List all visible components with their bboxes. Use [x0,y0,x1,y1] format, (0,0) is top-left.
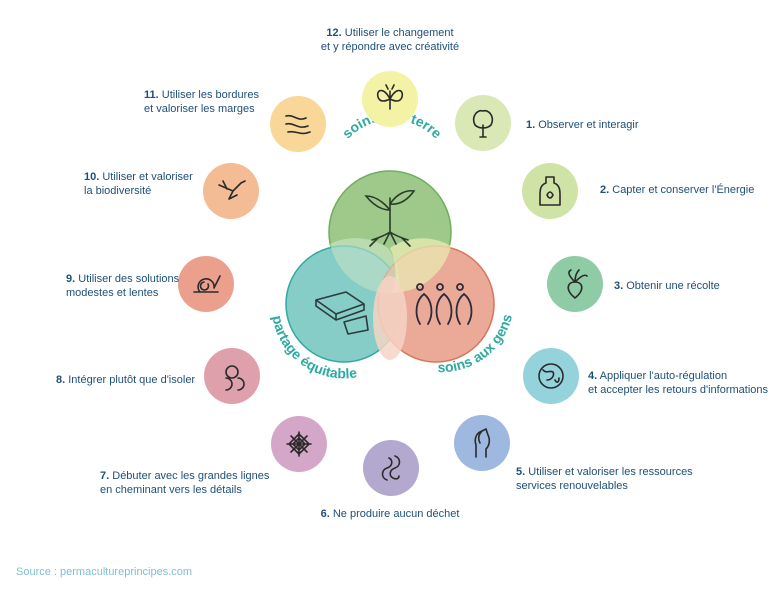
tree-icon [472,109,494,138]
overlap-fair-people [373,276,407,360]
river-icon [285,114,311,135]
spiderweb-icon [286,431,312,457]
overlap-earth-people [390,238,451,293]
principle-5-circle [454,415,510,471]
snail-icon [193,275,221,293]
knot-icon [225,365,245,391]
pie-slices-icon [315,291,369,335]
principle-6-circle [363,440,419,496]
principle-8-label: 8. Intégrer plutôt que d'isoler [56,374,196,386]
globe-icon [538,363,564,389]
principle-3-label: 3. Obtenir une récolte [614,280,720,292]
butterfly-icon [376,84,404,110]
principle-11-circle [270,96,326,152]
principle-1-label: 1. Observer et interagir [526,119,639,131]
people-icon [415,283,473,325]
sapling-icon [364,189,416,247]
principle-6-label: 6. Ne produire aucun déchet [320,508,460,520]
principle-9-circle [178,256,234,312]
source-credit: Source : permacultureprincipes.com [16,566,193,578]
bottle-icon [539,176,561,206]
overlap-earth-fair [330,238,400,294]
hummingbird-icon [218,180,246,200]
horse-icon [474,428,491,458]
principle-1-circle [455,95,511,151]
radish-icon [567,269,588,299]
principle-8-circle [204,348,260,404]
principle-2-circle [522,163,578,219]
worm-icon [381,455,401,481]
principle-3-circle [547,256,603,312]
principle-4-circle [523,348,579,404]
principle-2-label: 2. Capter et conserver l'Énergie [600,184,755,196]
